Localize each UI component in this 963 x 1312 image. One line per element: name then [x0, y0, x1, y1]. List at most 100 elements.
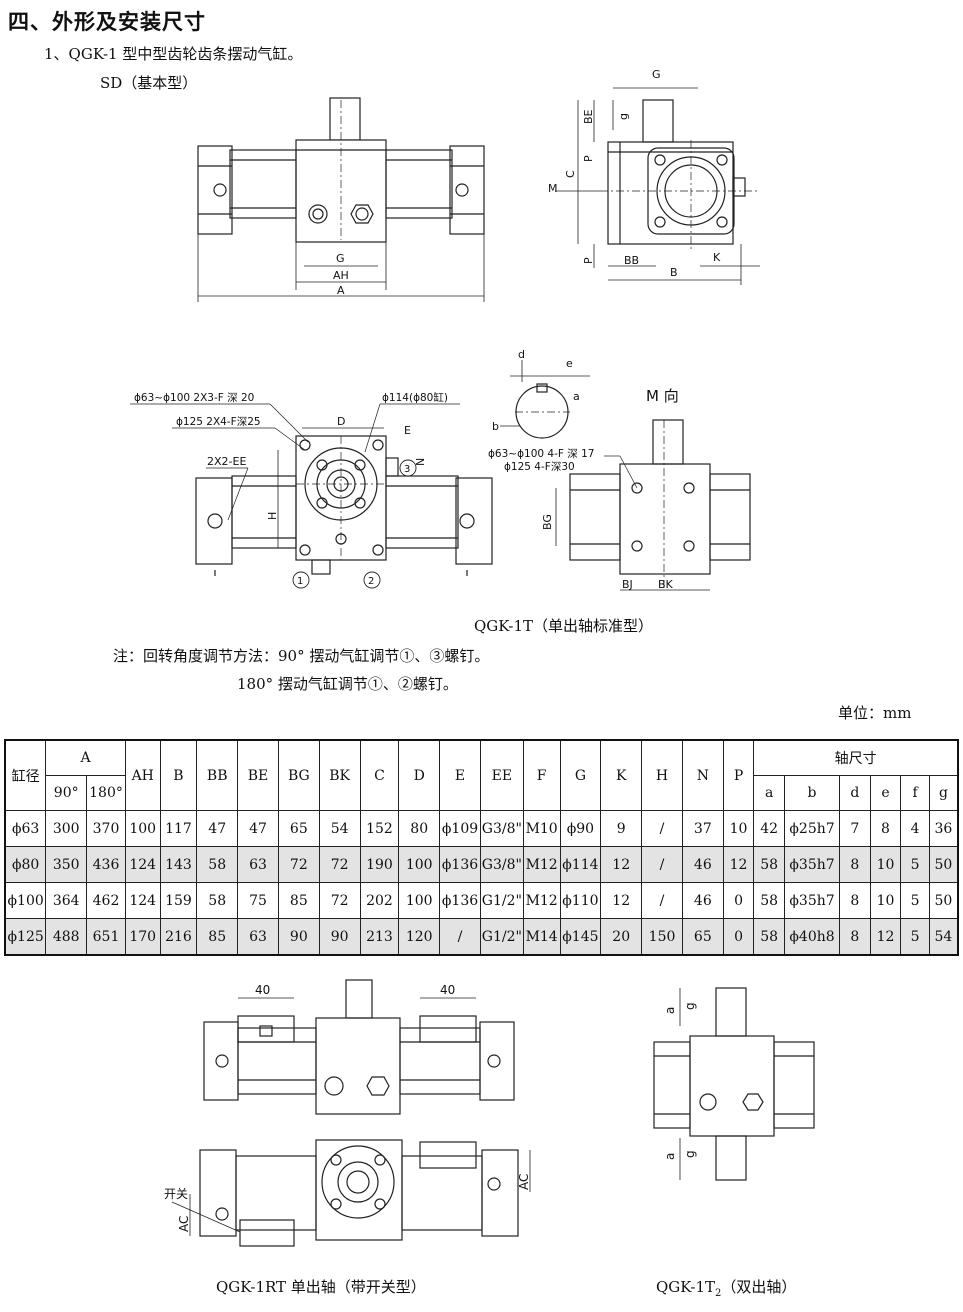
caption-qgk-1t2: QGK-1T2（双出轴） [656, 1276, 796, 1299]
dim-ac-left: AC [177, 1216, 191, 1232]
dim-40-left: 40 [255, 983, 270, 997]
circled-3: 3 [404, 464, 410, 475]
th-ah: AH [124, 739, 161, 811]
label-2x2ee: 2X2-EE [207, 455, 246, 468]
table-cell: 50 [928, 846, 959, 883]
th-f: F [522, 739, 561, 811]
table-cell: / [641, 846, 683, 883]
table-cell: 143 [159, 846, 198, 883]
table-cell: 488 [45, 918, 88, 956]
caption-1t2-sub: 2 [715, 1288, 722, 1299]
table-cell: 12 [600, 882, 643, 919]
table-cell: 8 [869, 810, 902, 847]
circled-2: 2 [368, 576, 374, 587]
label-bg: BG [541, 514, 554, 530]
table-cell: 90 [277, 918, 320, 956]
dim-g-side: G [652, 68, 661, 81]
table-cell: 72 [277, 846, 320, 883]
table-cell: 159 [159, 882, 198, 919]
table-cell: ϕ80 [4, 846, 47, 883]
table-cell: 58 [196, 882, 239, 919]
table-cell: 80 [398, 810, 441, 847]
note-line-2: 180° 摆动气缸调节①、②螺钉。 [237, 675, 458, 693]
table-cell: 42 [753, 810, 785, 847]
table-cell: ϕ110 [559, 882, 602, 919]
table-cell: 37 [681, 810, 724, 847]
th-g: G [559, 739, 602, 811]
sd-label: SD（基本型） [100, 74, 198, 92]
table-cell: 10 [869, 882, 902, 919]
th-b: B [159, 739, 198, 811]
m-view-label: M 向 [646, 387, 679, 405]
th-h: H [641, 739, 683, 811]
table-cell: 12 [722, 846, 755, 883]
table-cell: 462 [86, 882, 126, 919]
table-cell: 12 [869, 918, 902, 956]
shaft-section-drawing [500, 360, 590, 439]
table-cell: 20 [600, 918, 643, 956]
table-cell: G3/8" [479, 810, 524, 847]
th-n: N [681, 739, 724, 811]
table-cell: 5 [900, 882, 930, 919]
th-p: P [722, 739, 755, 811]
dim-bb: BB [624, 254, 639, 267]
switch-type-drawing [171, 979, 531, 1247]
table-cell: 50 [928, 882, 959, 919]
dim-a-top: a [663, 1007, 677, 1014]
dim-p-bottom: P [582, 257, 595, 264]
dim-ac-right: AC [517, 1174, 531, 1190]
table-cell: ϕ63 [4, 810, 47, 847]
dim-be: BE [582, 109, 595, 124]
callout-114: ϕ114(ϕ80缸) [382, 391, 448, 404]
note-line-1: 注：回转角度调节方法：90° 摆动气缸调节①、③螺钉。 [113, 647, 490, 665]
table-cell: 364 [45, 882, 88, 919]
table-cell: / [641, 810, 683, 847]
table-cell: 9 [600, 810, 643, 847]
table-cell: 65 [277, 810, 320, 847]
th-be: BE [237, 739, 279, 811]
table-cell: 190 [359, 846, 400, 883]
table-cell: 124 [124, 882, 161, 919]
table-cell: ϕ125 [4, 918, 47, 956]
table-cell: 202 [359, 882, 400, 919]
th-a-180: 180° [86, 775, 126, 811]
th-shaft-e: e [869, 775, 902, 811]
shaft-b: b [492, 420, 499, 433]
dim-g-front: G [336, 252, 345, 265]
table-cell: 72 [318, 846, 361, 883]
table-cell: ϕ114 [559, 846, 602, 883]
table-cell: 7 [839, 810, 871, 847]
bottom-drawings: 40 40 开关 AC AC a g a g [164, 979, 815, 1247]
table-cell: 300 [45, 810, 88, 847]
dim-p-top: P [582, 155, 595, 162]
th-shaft-f: f [900, 775, 930, 811]
table-cell: 100 [398, 882, 441, 919]
table-cell: ϕ109 [439, 810, 481, 847]
dim-g-top: g [683, 1002, 697, 1010]
th-shaft-a: a [753, 775, 785, 811]
table-cell: 0 [722, 882, 755, 919]
table-cell: ϕ136 [439, 882, 481, 919]
top-view-drawing [130, 403, 493, 589]
shaft-e: e [566, 357, 573, 370]
th-shaft-b: b [783, 775, 841, 811]
dim-k: K [713, 251, 721, 264]
table-cell: M12 [522, 882, 561, 919]
table-cell: 54 [928, 918, 959, 956]
sub-heading: 1、QGK-1 型中型齿轮齿条摆动气缸。 [44, 45, 303, 63]
table-cell: 213 [359, 918, 400, 956]
table-cell: 65 [681, 918, 724, 956]
caption-1t2-rest: （双出轴） [721, 1278, 797, 1296]
table-cell: 10 [722, 810, 755, 847]
m-view-drawing [555, 419, 751, 591]
table-cell: 5 [900, 918, 930, 956]
dim-a: A [337, 284, 345, 297]
caption-qgk-1t: QGK-1T（单出轴标准型） [474, 617, 654, 635]
callout-shaft-2: ϕ125 4-F深30 [504, 461, 575, 473]
table-cell: 8 [839, 882, 871, 919]
table-cell: ϕ25h7 [783, 810, 841, 847]
dim-c: C [564, 170, 577, 178]
table-cell: 47 [237, 810, 279, 847]
